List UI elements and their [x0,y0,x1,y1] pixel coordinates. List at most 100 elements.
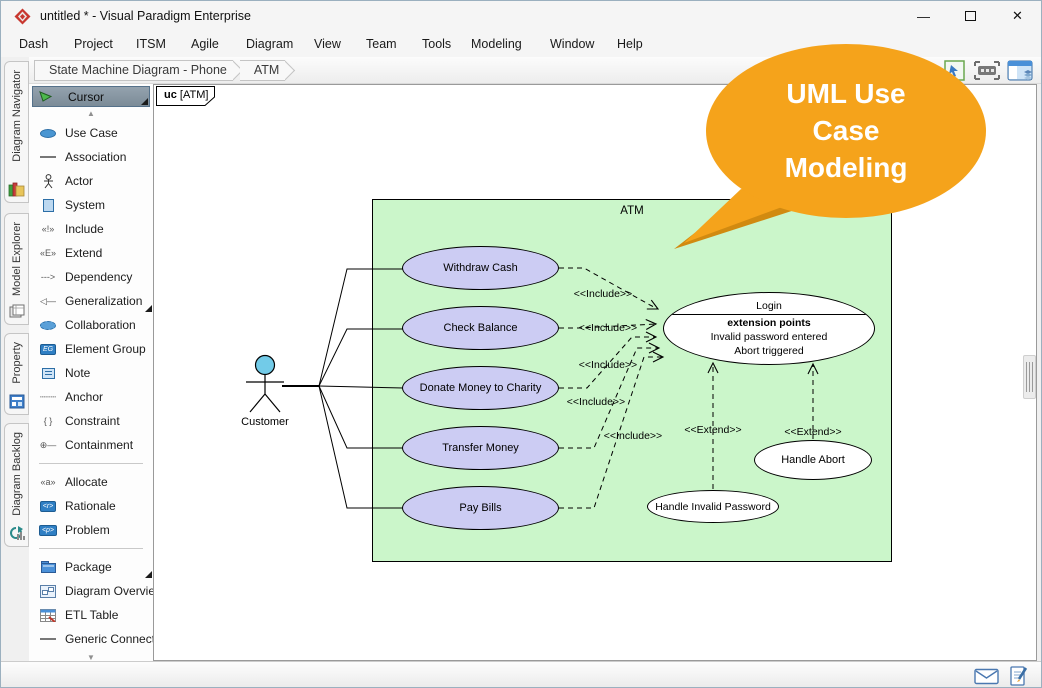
sidebar-tab-diagram-backlog[interactable]: Diagram Backlog [4,423,29,547]
include-stereotype-label: <<Include>> [566,396,626,408]
include-connector[interactable] [559,267,660,310]
breadcrumb-parent[interactable]: State Machine Diagram - Phone [34,59,233,81]
extension-points-header: extension points [727,317,811,329]
storyboard-icon [974,61,1000,80]
use-case-check-balance[interactable]: Check Balance [402,306,559,350]
palette-item-note[interactable]: Note [29,361,153,385]
storyboard-tool-button[interactable] [974,59,1000,82]
menu-agile[interactable]: Agile [191,37,219,51]
palette-item-system[interactable]: System [29,193,153,217]
element-group-icon: EG [37,343,59,355]
palette-item-association[interactable]: Association [29,145,153,169]
include-connector[interactable] [559,331,658,389]
diagram-connectors [246,267,819,509]
dependency-icon: ---> [40,272,56,282]
palette-item-use-case[interactable]: Use Case [29,121,153,145]
layers-panel-tool-button[interactable] [1007,59,1033,82]
menu-diagram[interactable]: Diagram [246,37,294,51]
diagram-navigator-icon [8,182,25,197]
menu-window[interactable]: Window [550,37,595,51]
generic-connector-icon [37,638,59,640]
email-icon[interactable] [974,668,999,685]
menu-help[interactable]: Help [617,37,643,51]
palette-item-extend[interactable]: «E» Extend [29,241,153,265]
sidebar-tab-property[interactable]: Property [4,333,29,415]
association-line[interactable] [318,385,403,509]
use-case-handle-abort[interactable]: Handle Abort [754,440,872,480]
use-case-login[interactable]: Login extension points Invalid password … [663,292,875,365]
include-stereotype-label: <<Include>> [578,322,638,334]
palette-item-actor[interactable]: Actor [29,169,153,193]
use-case-pay-bills[interactable]: Pay Bills [402,486,559,530]
note-icon [37,367,59,379]
palette-separator [39,548,143,549]
breadcrumb-current[interactable]: ATM [239,59,286,81]
palette-item-element-group[interactable]: EG Element Group [29,337,153,361]
actor-customer-figure[interactable] [246,354,284,413]
status-bar [1,661,1041,687]
palette-item-etl-table[interactable]: ETL Table [29,603,153,627]
include-icon: «!» [41,224,55,234]
association-line[interactable] [318,328,403,387]
association-line[interactable] [318,385,403,449]
palette-item-rationale[interactable]: <r> Rationale [29,494,153,518]
use-case-icon [37,128,59,138]
include-connector[interactable] [559,342,661,449]
palette-item-anchor[interactable]: ┄┄┄ Anchor [29,385,153,409]
sidebar-tab-model-explorer[interactable]: Model Explorer [4,213,29,325]
palette-item-diagram-overview[interactable]: Diagram Overview [29,579,153,603]
problem-icon: <p> [37,524,59,536]
visual-paradigm-logo-icon [14,8,31,24]
include-connector[interactable] [559,319,658,330]
etl-table-icon [37,608,59,622]
layers-panel-icon [1007,60,1033,80]
extension-point: Abort triggered [734,345,804,357]
palette-item-collaboration[interactable]: Collaboration [29,313,153,337]
menu-team[interactable]: Team [366,37,397,51]
palette-item-allocate[interactable]: «a» Allocate [29,470,153,494]
use-case-withdraw-cash[interactable]: Withdraw Cash [402,246,559,290]
minimize-button[interactable]: — [917,8,930,24]
palette-item-constraint[interactable]: { } Constraint [29,409,153,433]
use-case-transfer-money[interactable]: Transfer Money [402,426,559,470]
menu-modeling[interactable]: Modeling [471,37,522,51]
palette-scroll-up-icon[interactable]: ▲ [87,109,95,118]
frame-tab-shape [156,86,215,106]
palette-item-dependency[interactable]: ---> Dependency [29,265,153,289]
menu-view[interactable]: View [314,37,341,51]
association-line[interactable] [318,268,403,387]
palette-item-problem[interactable]: <p> Problem [29,518,153,542]
palette-separator [39,463,143,464]
menu-itsm[interactable]: ITSM [136,37,166,51]
palette-item-generic-connector[interactable]: Generic Connector [29,627,153,651]
maximize-button[interactable] [947,1,994,31]
window-title: untitled * - Visual Paradigm Enterprise [40,9,251,23]
palette-item-containment[interactable]: ⊕— Containment [29,433,153,457]
menu-tools[interactable]: Tools [422,37,452,51]
login-separator [664,314,874,315]
panel-collapse-grip[interactable] [1023,355,1036,399]
menu-dash[interactable]: Dash [19,37,49,51]
login-title: Login [756,300,782,312]
use-case-donate-money[interactable]: Donate Money to Charity [402,366,559,410]
allocate-icon: «a» [40,477,56,487]
palette-item-cursor[interactable]: Cursor [32,86,150,107]
promo-bubble-text: UML Use Case Modeling [784,78,908,183]
cursor-icon [39,91,53,102]
palette-scroll-down-icon[interactable]: ▼ [87,653,95,661]
actor-customer-label[interactable]: Customer [241,416,289,428]
palette-item-include[interactable]: «!» Include [29,217,153,241]
palette-item-package[interactable]: Package [29,555,153,579]
include-stereotype-label: <<Include>> [573,288,633,300]
diagram-frame-tab[interactable]: uc [ATM] [156,86,218,112]
association-line[interactable] [318,385,404,389]
sidebar-tab-diagram-navigator[interactable]: Diagram Navigator [4,61,29,203]
title-bar: untitled * - Visual Paradigm Enterprise … [1,1,1041,31]
speech-bubble-shape [674,44,986,249]
menu-project[interactable]: Project [74,37,113,51]
use-case-handle-invalid-password[interactable]: Handle Invalid Password [647,490,779,523]
maximize-icon [965,11,976,21]
palette-item-generalization[interactable]: ◁— Generalization [29,289,153,313]
edit-note-icon[interactable] [1009,665,1029,687]
close-button[interactable]: ✕ [1012,8,1023,23]
